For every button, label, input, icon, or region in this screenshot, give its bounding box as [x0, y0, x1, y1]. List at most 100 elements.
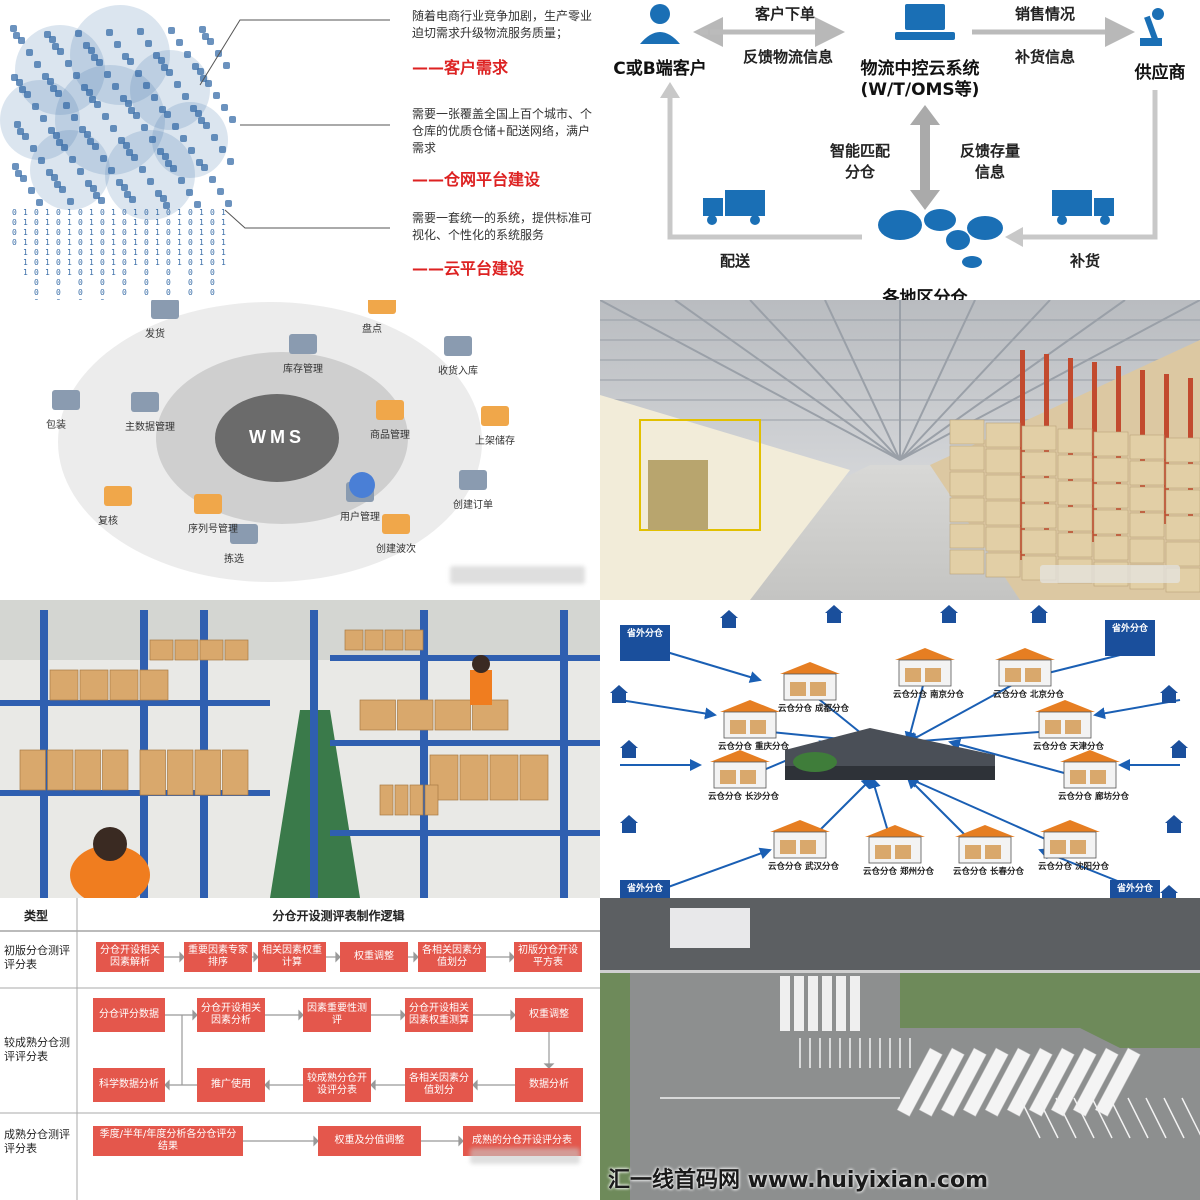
cardboard-stack: [139, 669, 169, 701]
svg-text:0: 0: [188, 288, 193, 297]
rack-shelf: [0, 790, 270, 796]
docked-trailer: [850, 976, 860, 1031]
svg-text:1: 1: [23, 208, 28, 217]
cardboard-stack: [167, 749, 194, 796]
customer-demand-panel: 0000111111100000000001111111000000000011…: [0, 0, 600, 300]
svg-text:0: 0: [210, 218, 215, 227]
wms-outer-label: 复核: [98, 516, 118, 527]
province-warehouse-badge: 省外分仓: [1110, 880, 1160, 898]
regional-warehouse-icon: [770, 820, 830, 859]
svg-text:1: 1: [177, 248, 182, 257]
outer-warehouse-icon: [825, 605, 843, 623]
outer-warehouse-icon: [1160, 685, 1178, 703]
outer-warehouse-icon: [1160, 885, 1178, 898]
robot-arm-icon: [1140, 8, 1164, 46]
network-icon: [382, 514, 410, 534]
carton: [1021, 477, 1057, 503]
regional-warehouse-label: 云仓分仓 天津分仓: [1033, 742, 1104, 752]
wms-outer-label: 盘点: [362, 324, 382, 335]
link-arrow: [904, 677, 926, 744]
carton: [1057, 532, 1093, 558]
svg-text:0: 0: [188, 258, 193, 267]
svg-text:0: 0: [100, 248, 105, 257]
cardboard-stack: [19, 749, 46, 791]
svg-text:0: 0: [78, 278, 83, 287]
svg-text:0: 0: [144, 288, 149, 297]
carton: [949, 497, 985, 523]
regional-warehouse-icon: [1060, 750, 1120, 789]
cardboard-stack: [79, 669, 109, 701]
svg-text:0: 0: [166, 218, 171, 227]
delivery-label: 配送: [719, 252, 750, 270]
carton: [985, 422, 1021, 448]
svg-text:0: 0: [34, 298, 39, 300]
svg-text:省外分仓: 省外分仓: [1116, 882, 1154, 894]
leader-lines: [199, 19, 390, 229]
world-map-icon: [878, 209, 1003, 268]
outer-link-arrow: [619, 699, 717, 720]
cardboard-stack: [194, 749, 221, 796]
truck-icon-left: [703, 190, 765, 225]
svg-text:0: 0: [144, 208, 149, 217]
flow-arrowhead: [179, 951, 185, 963]
flow-arrowhead: [543, 1063, 555, 1069]
svg-text:0: 0: [210, 268, 215, 277]
outer-warehouse-icon: [1170, 740, 1188, 758]
process-box: 权重调整: [340, 942, 408, 972]
outer-link-arrow: [659, 649, 762, 683]
regional-warehouse-icon: [1040, 820, 1100, 859]
cardboard-stack: [379, 784, 394, 816]
cardboard-stack: [459, 754, 489, 801]
process-box: 科学数据分析: [93, 1068, 165, 1102]
svg-text:0: 0: [34, 238, 39, 247]
process-box: 分仓开设相关因素分析: [197, 998, 265, 1032]
svg-text:1: 1: [67, 208, 72, 217]
outer-warehouse-icon: [720, 610, 738, 628]
parking-line: [1109, 1097, 1131, 1139]
svg-text:1: 1: [45, 258, 50, 267]
svg-text:1: 1: [111, 218, 116, 227]
svg-text:0: 0: [166, 288, 171, 297]
cardboard-stack: [519, 754, 549, 801]
rack-shelf: [330, 655, 600, 661]
supplier-label: 供应商: [1134, 63, 1186, 83]
network-diagram: 省外分仓省外分仓省外分仓省外分仓: [610, 605, 1188, 898]
carton: [1165, 489, 1200, 515]
parked-trailer: [1050, 1047, 1097, 1117]
svg-text:1: 1: [111, 248, 116, 257]
data-cloud-illustration: 0000111111100000000001111111000000000011…: [0, 5, 236, 300]
cardboard-stack: [149, 639, 174, 661]
aerial-warehouse-photo: [600, 898, 1200, 1200]
shopping-cart-icon: [376, 400, 404, 420]
svg-text:1: 1: [155, 258, 160, 267]
svg-text:0: 0: [56, 258, 61, 267]
carton: [1057, 454, 1093, 480]
cardboard-stack: [489, 754, 519, 801]
regional-warehouse-label: 云仓分仓 长春分仓: [953, 867, 1024, 877]
svg-text:0: 0: [122, 218, 127, 227]
svg-text:0: 0: [12, 218, 17, 227]
svg-text:1: 1: [155, 238, 160, 247]
cardboard-stack: [49, 669, 79, 701]
svg-text:0: 0: [122, 208, 127, 217]
wms-outer-label: 包装: [46, 420, 66, 431]
wms-outer-label: 创建订单: [453, 500, 493, 511]
outer-warehouse-icon: [620, 740, 638, 758]
link-arrow: [906, 776, 1071, 851]
carton: [1093, 535, 1129, 561]
carton: [1129, 486, 1165, 512]
regional-warehouse-label: 云仓分仓 长沙分仓: [708, 792, 779, 802]
svg-text:1: 1: [45, 248, 50, 257]
monitor-icon: [131, 392, 159, 412]
svg-text:1: 1: [23, 258, 28, 267]
parked-trailer: [940, 1047, 987, 1117]
outer-warehouse-icon: [1030, 605, 1048, 623]
wms-inner-label: 库存管理: [283, 364, 323, 375]
svg-text:1: 1: [133, 228, 138, 237]
svg-text:0: 0: [122, 268, 127, 277]
carton: [985, 500, 1021, 526]
svg-text:1: 1: [23, 268, 28, 277]
carton: [1057, 428, 1093, 454]
svg-text:0: 0: [56, 298, 61, 300]
svg-text:0: 0: [188, 268, 193, 277]
